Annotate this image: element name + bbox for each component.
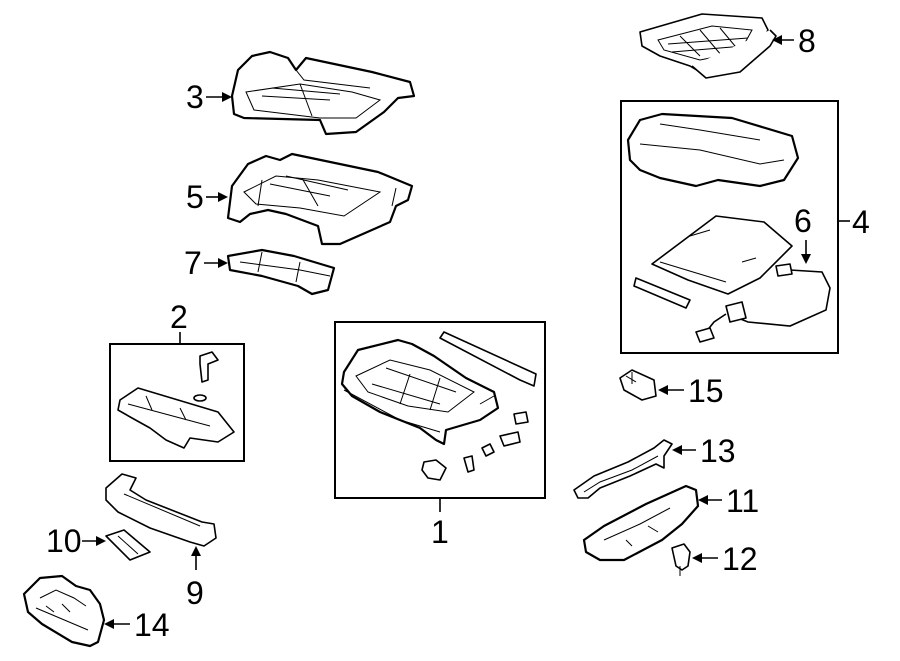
callout-13: 13 — [672, 433, 736, 469]
part-13-wire-bracket — [573, 439, 673, 499]
callout-2-label: 2 — [170, 299, 188, 335]
part-15-connector — [619, 369, 657, 401]
callout-4-label: 4 — [852, 204, 870, 240]
callout-11: 11 — [698, 483, 759, 519]
part-6-heater-harness — [695, 263, 831, 343]
callout-2: 2 — [170, 299, 188, 344]
callout-7: 7 — [184, 245, 228, 281]
callout-15-label: 15 — [688, 373, 724, 409]
callout-9: 9 — [186, 546, 204, 611]
callout-6: 6 — [794, 203, 812, 264]
part-3-seat-cushion-cover — [230, 50, 416, 136]
callout-8-label: 8 — [798, 23, 816, 59]
part-9-trim-panel — [105, 473, 217, 547]
callout-9-label: 9 — [186, 575, 204, 611]
part-11-side-shield — [582, 484, 700, 562]
callout-11-label: 11 — [726, 483, 759, 519]
part-2-box — [109, 343, 245, 462]
callout-5: 5 — [186, 179, 228, 215]
callout-12: 12 — [692, 541, 758, 577]
callout-7-label: 7 — [184, 245, 202, 281]
callout-3: 3 — [186, 79, 232, 115]
part-2-bracket — [117, 351, 235, 449]
callout-10: 10 — [46, 523, 106, 559]
part-7-foam-pad — [226, 248, 336, 296]
callout-6-label: 6 — [794, 203, 812, 239]
callout-1: 1 — [431, 498, 449, 550]
callout-1-label: 1 — [431, 514, 449, 550]
part-1-seat-frame — [340, 331, 537, 481]
callout-4: 4 — [838, 204, 870, 240]
callout-8: 8 — [772, 23, 816, 59]
part-14-switch-housing — [22, 574, 106, 648]
callout-3-label: 3 — [186, 79, 204, 115]
callout-13-label: 13 — [700, 433, 736, 469]
callout-15: 15 — [658, 373, 724, 409]
callout-14-label: 14 — [134, 607, 170, 643]
callout-12-label: 12 — [722, 541, 758, 577]
callout-5-label: 5 — [186, 179, 204, 215]
part-12-clip — [671, 543, 691, 576]
part-8-seat-wire-frame — [639, 13, 777, 79]
callout-10-label: 10 — [46, 523, 82, 559]
part-4-seat-cushion — [626, 112, 800, 309]
part-4-box — [620, 100, 839, 354]
part-10-trim-piece — [105, 529, 151, 561]
callout-14: 14 — [104, 607, 170, 643]
part-5-seat-cushion-pad — [226, 152, 414, 246]
